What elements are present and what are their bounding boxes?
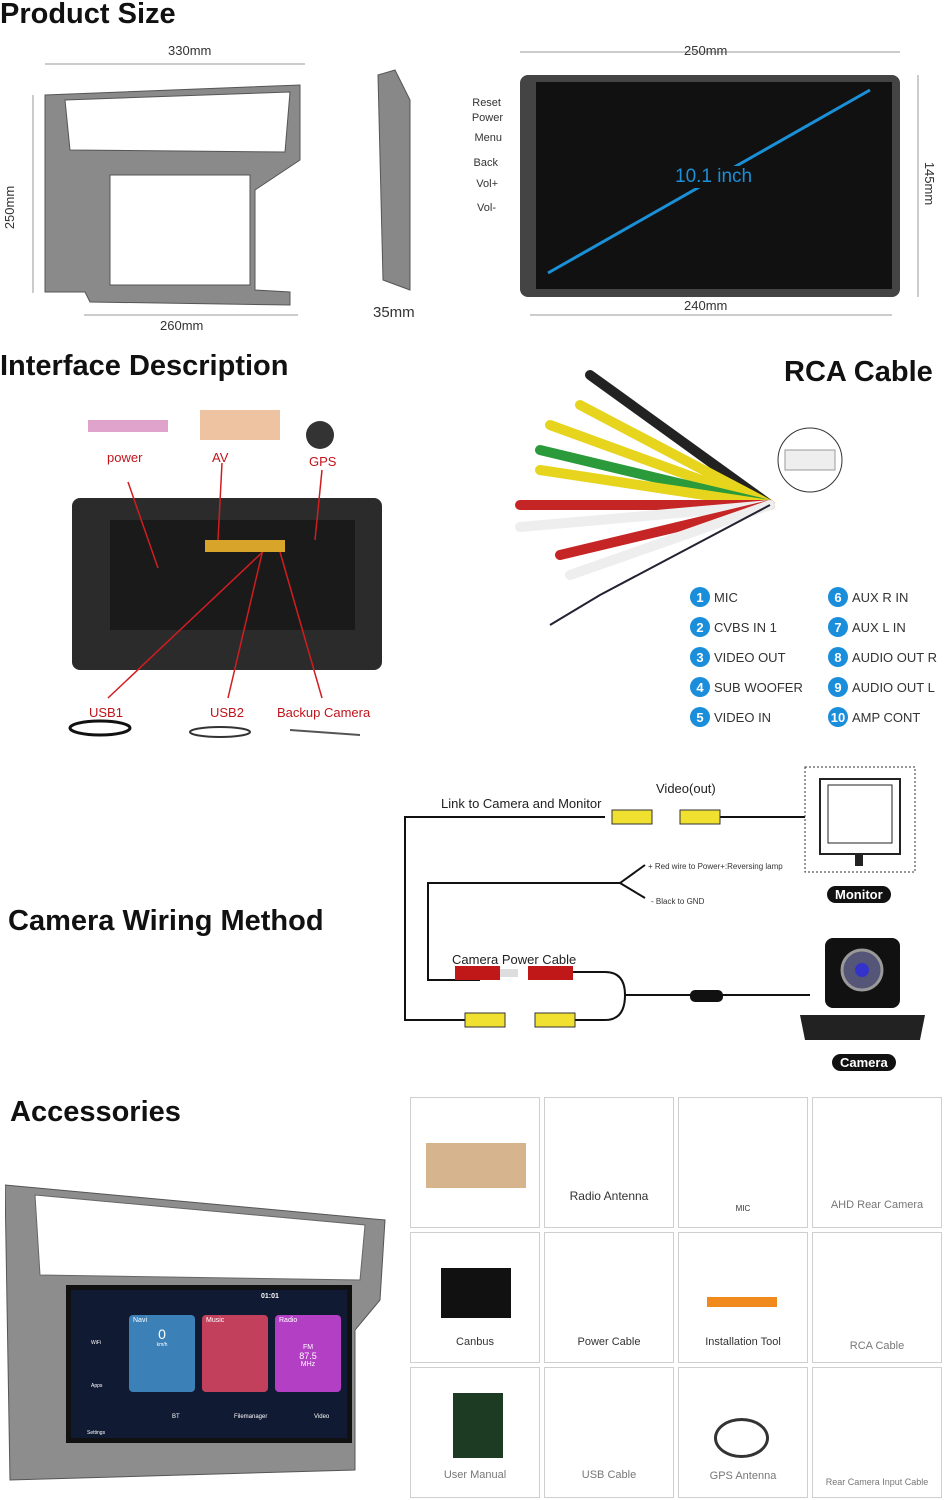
- usb1-cable: [68, 719, 132, 737]
- accessories-title: Accessories: [10, 1096, 181, 1128]
- accessory-power-cable: Power Cable: [544, 1232, 674, 1363]
- filemanager-button[interactable]: Filemanager: [234, 1414, 268, 1420]
- accessory-box: [410, 1097, 540, 1228]
- wifi-app[interactable]: WiFi: [91, 1340, 101, 1346]
- power-harness: [88, 420, 168, 432]
- power-cable-label: Camera Power Cable: [452, 952, 577, 967]
- screen-width-label: 250mm: [684, 43, 728, 58]
- accessory-installation-tool: Installation Tool: [678, 1232, 808, 1363]
- camera-label: Camera: [832, 1054, 896, 1071]
- music-card: Music: [202, 1315, 268, 1392]
- usb2-cable: [189, 726, 251, 738]
- clock: 01:01: [261, 1293, 279, 1300]
- navi-card: Navi 0 km/h: [129, 1315, 195, 1392]
- side-view: [377, 69, 411, 291]
- frame-width-label: 330mm: [168, 43, 212, 58]
- button-label: Back: [473, 157, 498, 169]
- screen-bottom-label: 240mm: [684, 298, 728, 313]
- depth-label: 35mm: [373, 304, 415, 321]
- button-label: Reset: [472, 97, 501, 109]
- accessory-mic: MIC: [678, 1097, 808, 1228]
- rca-title: RCA Cable: [784, 356, 933, 388]
- video-out-label: Video(out): [656, 781, 716, 796]
- accessory-rear-camera-input-cable: Rear Camera Input Cable: [812, 1367, 942, 1498]
- accessory-rear-camera: AHD Rear Camera: [812, 1097, 942, 1228]
- settings-app[interactable]: Settings: [87, 1430, 106, 1436]
- accessory-canbus: Canbus: [410, 1232, 540, 1363]
- backup-camera-label: Backup Camera: [277, 705, 371, 720]
- camera-wiring-title: Camera Wiring Method: [8, 905, 324, 937]
- accessory-rca-cable: RCA Cable: [812, 1232, 942, 1363]
- black-wire-label: - Black to GND: [651, 897, 705, 906]
- red-wire-label: + Red wire to Power+:Reversing lamp: [648, 862, 783, 871]
- button-label: Vol+: [476, 178, 498, 190]
- frame-bottom-label: 260mm: [160, 318, 204, 333]
- diagonal-label: 10.1 inch: [673, 166, 755, 188]
- av-label: AV: [212, 450, 229, 465]
- accessory-user-manual: User Manual: [410, 1367, 540, 1498]
- monitor-icon: [804, 766, 916, 873]
- accessory-gps-antenna: GPS Antenna: [678, 1367, 808, 1498]
- usb1-label: USB1: [89, 705, 123, 720]
- frame-height-label: 250mm: [2, 185, 18, 230]
- button-label: Vol-: [477, 202, 496, 214]
- monitor-label: Monitor: [827, 886, 891, 903]
- camera-wiring-diagram: [404, 766, 925, 1040]
- gps-antenna: [306, 421, 334, 449]
- bt-button[interactable]: BT: [172, 1414, 180, 1420]
- screen-height-label: 145mm: [922, 161, 938, 206]
- av-harness: [200, 410, 280, 440]
- button-label: Menu: [474, 132, 502, 144]
- interface-title: Interface Description: [0, 350, 289, 382]
- usb2-label: USB2: [210, 705, 244, 720]
- link-label: Link to Camera and Monitor: [441, 796, 602, 811]
- backup-cable: [289, 729, 361, 736]
- accessory-usb-cable: USB Cable: [544, 1367, 674, 1498]
- product-size-title: Product Size: [0, 0, 176, 30]
- rca-cable-drawing: [515, 370, 843, 626]
- video-button[interactable]: Video: [314, 1414, 330, 1420]
- gps-label: GPS: [309, 454, 337, 469]
- power-label: power: [107, 450, 143, 465]
- interface-drawing: [68, 410, 382, 738]
- product-size-drawing: [32, 51, 919, 316]
- apps-app[interactable]: Apps: [91, 1383, 103, 1389]
- button-label: Power: [471, 112, 503, 124]
- accessory-radio-antenna: Radio Antenna: [544, 1097, 674, 1228]
